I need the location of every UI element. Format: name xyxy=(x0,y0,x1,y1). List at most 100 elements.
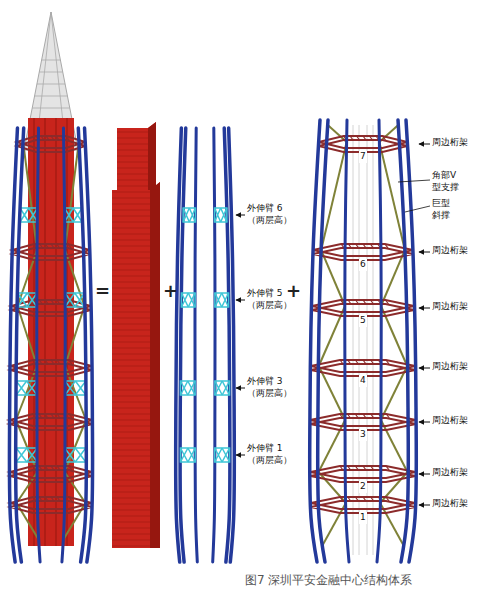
truss-web xyxy=(51,244,54,248)
outrigger xyxy=(180,381,195,395)
truss-web xyxy=(57,244,60,248)
truss-web xyxy=(348,497,351,501)
callout-number: 5 xyxy=(359,315,367,327)
mega-column xyxy=(318,120,328,562)
truss-label: 周边桁架 xyxy=(432,498,468,510)
truss-web xyxy=(347,414,350,418)
outrigger-web xyxy=(222,448,229,462)
mega-brace xyxy=(23,142,37,250)
mega-brace xyxy=(65,142,79,250)
truss-web xyxy=(386,466,389,470)
brace-label: 巨型 斜撑 xyxy=(432,198,458,221)
truss-web xyxy=(57,414,60,418)
callout-number: 6 xyxy=(359,259,367,271)
belt-truss-system xyxy=(310,120,417,562)
truss-web xyxy=(363,466,366,470)
truss-web xyxy=(51,300,54,304)
truss-label: 周边桁架 xyxy=(432,137,468,149)
truss-web xyxy=(348,244,351,248)
truss-web xyxy=(355,414,358,418)
callout-number: 3 xyxy=(359,429,367,441)
outrigger-web xyxy=(222,293,229,307)
truss-web xyxy=(356,244,359,248)
truss-web xyxy=(348,466,351,470)
outrigger-web xyxy=(180,381,187,395)
truss-web xyxy=(39,360,42,364)
truss-web xyxy=(33,497,36,501)
belt-truss xyxy=(10,501,91,513)
mega-column xyxy=(195,128,197,562)
outrigger xyxy=(16,448,37,462)
truss-web xyxy=(386,360,389,364)
truss-web xyxy=(57,300,60,304)
callout-number: 7 xyxy=(359,151,367,163)
truss-web xyxy=(41,136,44,140)
truss-web xyxy=(56,136,59,140)
truss-web xyxy=(39,466,42,470)
truss-web xyxy=(371,497,374,501)
truss-web xyxy=(57,497,60,501)
callout-number: 4 xyxy=(359,375,367,387)
truss-web xyxy=(45,466,48,470)
truss-web xyxy=(363,300,366,304)
truss-web xyxy=(371,414,374,418)
outrigger-web xyxy=(180,448,187,462)
outrigger-web xyxy=(188,448,195,462)
outrigger xyxy=(183,208,195,222)
truss-label: 周边桁架 xyxy=(432,301,468,313)
truss-web xyxy=(57,360,60,364)
mega-column xyxy=(37,128,40,562)
truss-web xyxy=(371,466,374,470)
outrigger-web xyxy=(215,381,222,395)
truss-web xyxy=(385,244,388,248)
truss-web xyxy=(39,414,42,418)
mega-column xyxy=(62,128,65,562)
brace-label: 角部V 型支撑 xyxy=(432,170,466,193)
truss-web xyxy=(382,136,385,140)
outrigger xyxy=(65,208,82,222)
belt-truss xyxy=(10,418,93,430)
truss-web xyxy=(350,136,353,140)
truss-web xyxy=(69,360,72,364)
outrigger-web xyxy=(16,448,27,462)
outrigger-web xyxy=(75,448,86,462)
truss-web xyxy=(45,300,48,304)
belt-truss xyxy=(17,140,85,152)
truss-label: 周边桁架 xyxy=(432,361,468,373)
truss-web xyxy=(348,360,351,364)
truss-web xyxy=(363,414,366,418)
outrigger xyxy=(18,293,37,307)
truss-web xyxy=(45,497,48,501)
truss-web xyxy=(39,300,42,304)
truss-web xyxy=(363,136,366,140)
belt-truss xyxy=(10,364,91,376)
truss-web xyxy=(370,300,373,304)
truss-web xyxy=(69,497,72,501)
truss-web xyxy=(363,497,366,501)
mega-column xyxy=(16,128,24,562)
outrigger-system xyxy=(176,128,235,562)
truss-web xyxy=(386,414,389,418)
truss-label: 周边桁架 xyxy=(432,415,468,427)
truss-web xyxy=(355,497,358,501)
truss-label: 周边桁架 xyxy=(432,467,468,479)
belt-truss xyxy=(12,248,89,260)
outrigger-label: 外伸臂 1（两层高） xyxy=(247,443,307,466)
outrigger-web xyxy=(215,448,222,462)
truss-web xyxy=(341,300,344,304)
mega-column xyxy=(345,120,349,562)
truss-web xyxy=(370,244,373,248)
outrigger xyxy=(20,208,37,222)
truss-web xyxy=(51,136,54,140)
truss-web xyxy=(363,244,366,248)
truss-web xyxy=(69,466,72,470)
outrigger-web xyxy=(189,208,195,222)
truss-label: 周边桁架 xyxy=(432,245,468,257)
outrigger-web xyxy=(188,381,195,395)
outrigger-web xyxy=(183,208,189,222)
truss-web xyxy=(66,136,69,140)
equals-sign: = xyxy=(95,282,110,300)
truss-web xyxy=(68,244,71,248)
truss-web xyxy=(39,497,42,501)
